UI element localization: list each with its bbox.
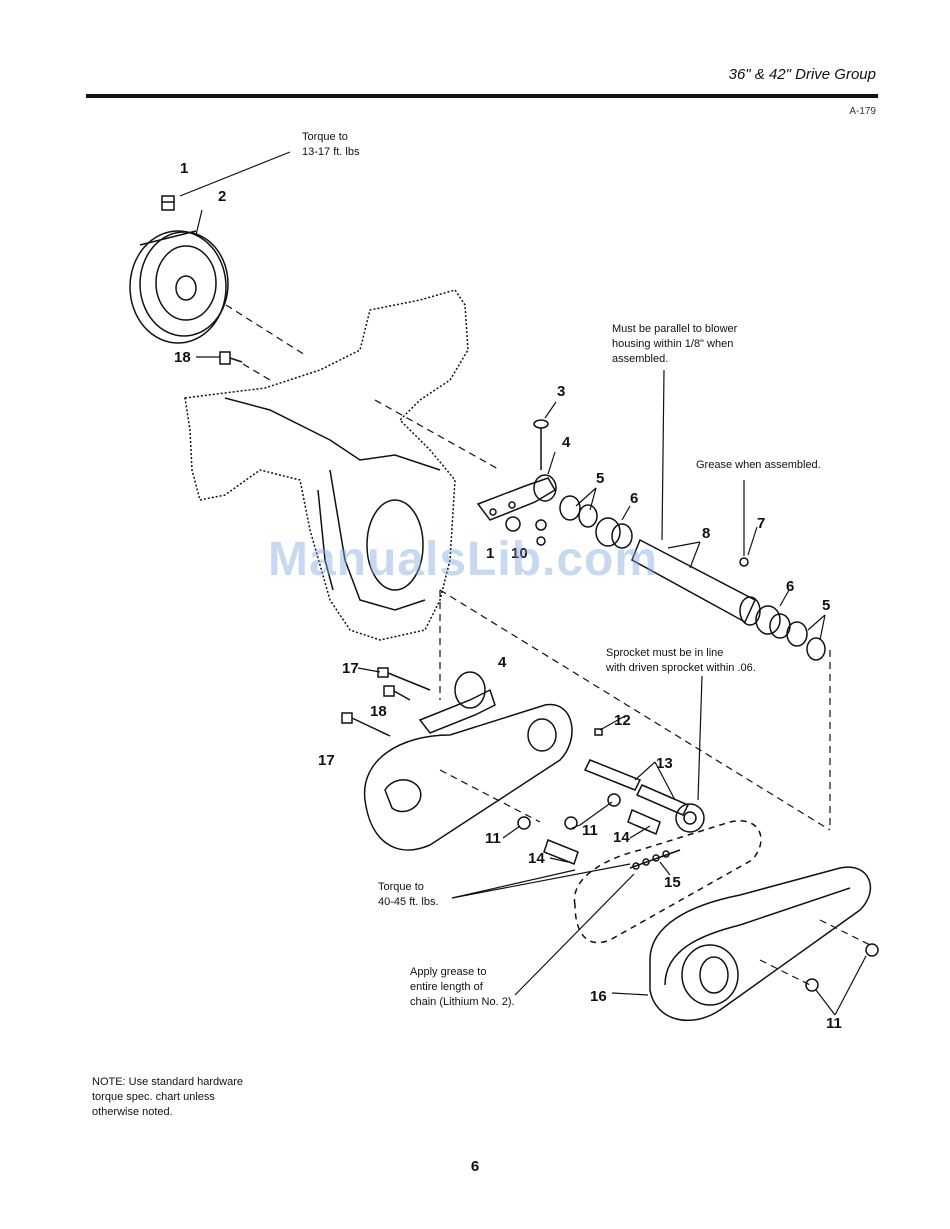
callout-11: 11 xyxy=(485,830,501,847)
parallel-note: Must be parallel to blower housing withi… xyxy=(612,323,738,365)
bolt-18-part xyxy=(219,351,243,365)
callout-1: 1 xyxy=(180,160,189,177)
frame-housing-part xyxy=(184,289,469,641)
figure-code: A-179 xyxy=(849,106,876,117)
callout-8: 8 xyxy=(702,525,711,542)
callout-11: 11 xyxy=(826,1015,842,1032)
callout-13: 13 xyxy=(656,755,673,772)
bolt-17-part xyxy=(341,667,431,737)
sprocket-part xyxy=(675,803,705,833)
bearing-6-part xyxy=(595,517,791,639)
grease-fitting-part xyxy=(739,557,749,567)
leader-lines xyxy=(179,151,867,1016)
nut-11-lower-part xyxy=(517,793,879,992)
hardware-torque-footnote: NOTE: Use standard hardware torque spec.… xyxy=(92,1076,244,1118)
callout-7: 7 xyxy=(757,515,766,532)
key-12-part xyxy=(594,728,603,736)
callout-11: 11 xyxy=(582,822,598,839)
chain-path-outline xyxy=(573,820,762,944)
callout-6: 6 xyxy=(630,490,639,507)
lower-bracket-part xyxy=(418,671,496,734)
callout-4: 4 xyxy=(562,434,571,451)
callout-17: 17 xyxy=(342,660,359,677)
callout-17: 17 xyxy=(318,752,335,769)
callout-1: 1 xyxy=(486,545,495,562)
callout-2: 2 xyxy=(218,188,227,205)
callout-14: 14 xyxy=(528,850,545,867)
chain-15-part xyxy=(629,849,681,870)
shaft-8-part xyxy=(631,538,761,626)
callout-3: 3 xyxy=(557,383,566,400)
grease-assembled-note: Grease when assembled. xyxy=(696,459,821,471)
torque-pulley-note: Torque to 13-17 ft. lbs xyxy=(302,131,360,158)
callout-5: 5 xyxy=(822,597,831,614)
page-header-title: 36" & 42" Drive Group xyxy=(728,66,876,83)
callout-15: 15 xyxy=(664,874,681,891)
callout-6: 6 xyxy=(786,578,795,595)
callout-10: 10 xyxy=(511,545,528,562)
chain-case-plate-part xyxy=(363,704,573,851)
bolt-3-part xyxy=(533,419,549,470)
spacer-14-part xyxy=(543,808,661,865)
bolt-1-part xyxy=(161,195,175,211)
bolt-18-lower-part xyxy=(383,685,411,701)
pulley-part xyxy=(129,230,229,344)
callout-18: 18 xyxy=(370,703,387,720)
spacer-13-part xyxy=(583,759,690,816)
header-rule xyxy=(86,94,878,98)
callout-12: 12 xyxy=(614,712,631,729)
page-number: 6 xyxy=(470,1158,480,1175)
callout-18: 18 xyxy=(174,349,191,366)
washer-5-part xyxy=(559,495,826,661)
assembly-centerlines xyxy=(225,304,871,986)
manualslib-watermark: ManualsLib.com xyxy=(268,533,659,586)
bearing-bracket-part xyxy=(476,474,557,521)
chain-grease-note: Apply grease to entire length of chain (… xyxy=(410,966,515,1008)
callout-4: 4 xyxy=(498,654,507,671)
chain-cover-part xyxy=(649,866,871,1022)
nut-10-part xyxy=(535,519,547,546)
callout-14: 14 xyxy=(613,829,630,846)
sprocket-alignment-note: Sprocket must be in line with driven spr… xyxy=(606,647,756,674)
frame-detail-part xyxy=(224,397,441,611)
callout-16: 16 xyxy=(590,988,607,1005)
nut-11-part xyxy=(505,516,521,532)
torque-nuts-note: Torque to 40-45 ft. lbs. xyxy=(378,881,439,908)
callout-5: 5 xyxy=(596,470,605,487)
